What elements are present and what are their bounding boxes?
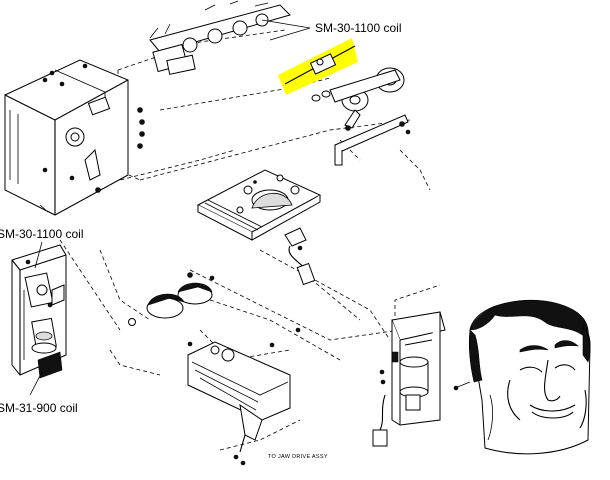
solenoid-bracket-assembly bbox=[311, 67, 411, 166]
top-linkage-assembly bbox=[149, 0, 291, 75]
left-solenoid-assembly bbox=[11, 244, 67, 379]
label-left-upper-coil: SM-30-1100 coil bbox=[0, 227, 83, 241]
main-frame-box bbox=[4, 59, 145, 216]
eye-lid-assembly bbox=[128, 272, 215, 326]
highlighted-coil-region bbox=[278, 38, 358, 95]
puppet-head bbox=[468, 299, 591, 455]
jaw-tray-assembly: TO JAW DRIVE ASSY bbox=[187, 327, 328, 466]
label-left-lower-coil: SM-31-900 coil bbox=[0, 401, 78, 415]
base-plate-assembly bbox=[196, 169, 322, 286]
label-top-coil: SM-30-1100 coil bbox=[315, 21, 401, 35]
callout-left-coils: SM-30-1100 coil SM-31-900 coil bbox=[0, 227, 83, 415]
callout-top-coil: SM-30-1100 coil bbox=[261, 19, 401, 41]
jaw-solenoid-assembly bbox=[372, 311, 471, 447]
label-jaw-drive: TO JAW DRIVE ASSY bbox=[268, 454, 328, 460]
